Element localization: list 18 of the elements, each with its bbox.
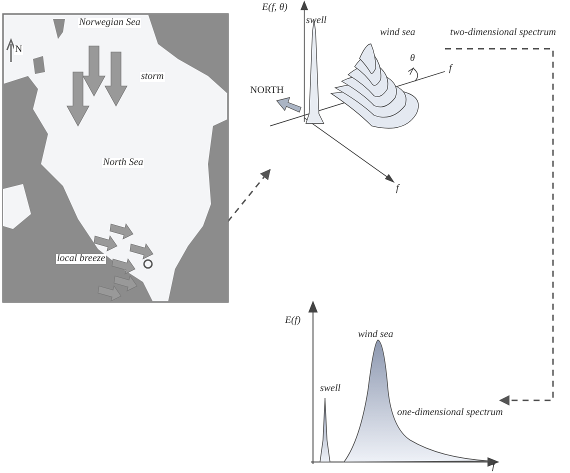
peak-label: wind sea	[358, 330, 394, 340]
spectrum-caption: two-dimensional spectrum	[450, 28, 556, 38]
sea-name-label: Norwegian Sea	[78, 18, 142, 28]
weather-label: local breeze	[56, 254, 106, 264]
axis-label: f	[492, 462, 495, 472]
spectrum-caption: one-dimensional spectrum	[397, 408, 503, 418]
peak-label: wind sea	[380, 28, 416, 38]
direction-label: NORTH	[250, 86, 284, 96]
compass-label: N	[14, 45, 24, 55]
arrow	[227, 168, 271, 222]
weather-label: storm	[140, 72, 165, 82]
peak-label: swell	[320, 384, 341, 394]
axis-label: θ	[410, 54, 415, 64]
axis-label: E(f, θ)	[262, 3, 288, 13]
peak-label: swell	[306, 16, 327, 26]
axis-label: E(f)	[285, 316, 301, 326]
sea-name-label: North Sea	[102, 158, 144, 168]
arrow	[445, 48, 554, 406]
